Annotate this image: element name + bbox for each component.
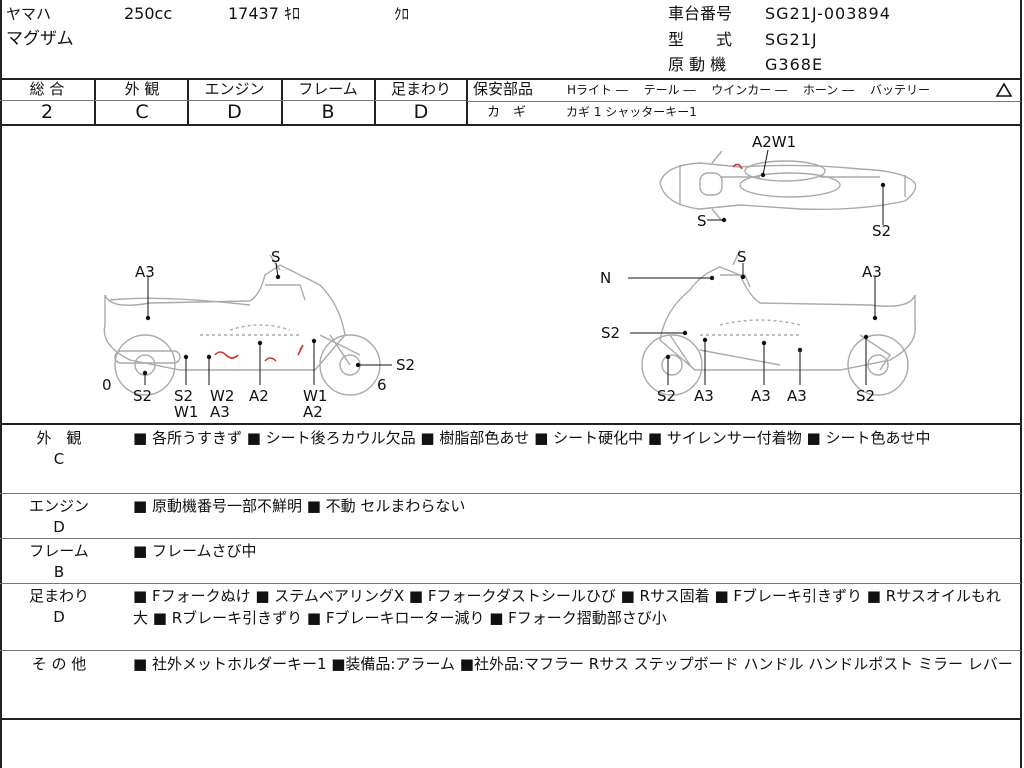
safety-label: 保安部品 xyxy=(473,80,534,98)
note-label-suspension: 足まわり xyxy=(28,587,89,605)
grades-bottom-border xyxy=(0,124,1022,126)
header-bottom-border xyxy=(0,78,1022,80)
grade-divider xyxy=(466,79,468,125)
note-label-exterior: 外 観 xyxy=(36,429,82,447)
notes-bottom-border xyxy=(0,718,1022,720)
note-label-other: そ の 他 xyxy=(31,655,87,673)
mileage: 17437 ｷﾛ xyxy=(228,4,300,23)
color: ｸﾛ xyxy=(394,5,410,23)
label-left-s: S xyxy=(271,248,281,266)
safety-divider xyxy=(467,101,1021,102)
label-top-a2w1: A2W1 xyxy=(752,133,796,151)
note-engine: エンジン D ■ 原動機番号一部不鮮明 ■ 不動 セルまわらない xyxy=(0,494,1024,538)
scooter-right-view xyxy=(641,249,916,396)
scooter-left-view xyxy=(103,254,381,396)
label-left-b3: W2 xyxy=(210,387,234,405)
model-name: マグザム xyxy=(6,29,74,49)
label-left-b5b: A2 xyxy=(303,403,323,421)
leader-lines xyxy=(144,149,884,385)
note-suspension: 足まわり D ■ Fフォークぬけ ■ ステムベアリングX ■ Fフォークダストシ… xyxy=(0,584,1024,650)
note-divider xyxy=(0,493,1021,494)
grade-label-frame: フレーム xyxy=(298,80,358,98)
label-right-b4: A3 xyxy=(787,387,807,405)
grade-exterior: C xyxy=(135,101,149,123)
maker: ヤマハ xyxy=(6,5,52,23)
note-text-engine: ■ 原動機番号一部不鮮明 ■ 不動 セルまわらない xyxy=(133,497,466,515)
scooter-drawings xyxy=(103,150,917,396)
key-value: カギ 1 シャッターキー1 xyxy=(566,105,697,119)
grade-frame: B xyxy=(321,101,335,123)
label-top-s: S xyxy=(697,212,707,230)
grade-suspension: D xyxy=(413,101,429,123)
label-right-s2-side: S2 xyxy=(601,324,620,342)
grade-divider xyxy=(281,79,283,125)
note-label-engine: エンジン xyxy=(28,497,89,515)
note-divider xyxy=(0,650,1021,651)
note-text-suspension: ■ Fフォークぬけ ■ ステムベアリングX ■ Fフォークダストシールひび ■ … xyxy=(133,587,1001,627)
frame-right-border xyxy=(1020,0,1022,768)
note-grade-suspension: D xyxy=(53,608,65,626)
label-left-b1: S2 xyxy=(133,387,152,405)
note-label-frame: フレーム xyxy=(29,542,89,560)
label-right-b1: S2 xyxy=(657,387,676,405)
leader-dots xyxy=(142,172,886,376)
label-left-b2b: W1 xyxy=(174,403,198,421)
label-left-b4: A2 xyxy=(249,387,269,405)
grade-divider xyxy=(94,79,96,125)
note-text-exterior: ■ 各所うすきず ■ シート後ろカウル欠品 ■ 樹脂部色あせ ■ シート硬化中 … xyxy=(133,429,931,447)
frame-no: SG21J-003894 xyxy=(765,4,891,23)
grade-label-exterior: 外 観 xyxy=(124,80,160,98)
label-left-s2-right: S2 xyxy=(396,356,415,374)
label-left-b2: S2 xyxy=(174,387,193,405)
label-right-b5: S2 xyxy=(856,387,875,405)
label-right-a3: A3 xyxy=(862,263,882,281)
safety-items: Hライト ― テール ― ウインカー ― ホーン ― バッテリー xyxy=(567,83,930,97)
scooter-top-view xyxy=(659,150,917,222)
frame-no-label: 車台番号 xyxy=(668,4,733,23)
note-grade-engine: D xyxy=(53,518,65,536)
note-exterior: 外 観 C ■ 各所うすきず ■ シート後ろカウル欠品 ■ 樹脂部色あせ ■ シ… xyxy=(0,425,1024,493)
grade-header-divider xyxy=(0,100,466,101)
frame-left-border xyxy=(0,0,2,768)
key-label: カ ギ xyxy=(487,105,527,120)
condition-diagram: A2W1 S S2 A3 S S2 0 6 S2 S2 W1 W2 A3 A2 … xyxy=(102,133,917,421)
grade-divider xyxy=(187,79,189,125)
type-label: 型 式 xyxy=(668,30,733,49)
note-other: そ の 他 ■ 社外メットホルダーキー1 ■装備品:アラーム ■社外品:マフラー… xyxy=(0,652,1024,716)
label-right-n: N xyxy=(600,269,611,287)
grade-divider xyxy=(374,79,376,125)
grade-label-suspension: 足まわり xyxy=(390,80,451,98)
label-right-s: S xyxy=(737,248,747,266)
engine-label: 原 動 機 xyxy=(668,55,727,74)
note-divider xyxy=(0,538,1021,539)
label-left-a3: A3 xyxy=(135,263,155,281)
label-left-zero: 0 xyxy=(102,376,112,394)
grade-label-engine: エンジン xyxy=(204,80,265,98)
label-left-b5: W1 xyxy=(303,387,327,405)
label-left-b3b: A3 xyxy=(210,403,230,421)
note-grade-exterior: C xyxy=(53,450,65,468)
displacement: 250cc xyxy=(124,4,173,23)
label-right-b2: A3 xyxy=(694,387,714,405)
engine-no: G368E xyxy=(765,55,824,74)
note-frame: フレーム B ■ フレームさび中 xyxy=(0,539,1024,583)
label-right-b3: A3 xyxy=(751,387,771,405)
triangle-icon xyxy=(995,82,1013,97)
label-top-s2: S2 xyxy=(872,222,891,240)
grade-engine: D xyxy=(227,101,242,123)
diagram-bottom-border xyxy=(0,423,1022,425)
note-divider xyxy=(0,583,1021,584)
note-text-other: ■ 社外メットホルダーキー1 ■装備品:アラーム ■社外品:マフラー Rサス ス… xyxy=(133,655,1013,673)
label-left-six: 6 xyxy=(377,376,387,394)
grade-label-overall: 総 合 xyxy=(29,80,65,98)
grade-overall: 2 xyxy=(40,101,54,123)
damage-marks xyxy=(214,163,743,362)
note-grade-frame: B xyxy=(53,563,65,581)
note-text-frame: ■ フレームさび中 xyxy=(133,542,257,560)
type-value: SG21J xyxy=(765,30,818,49)
